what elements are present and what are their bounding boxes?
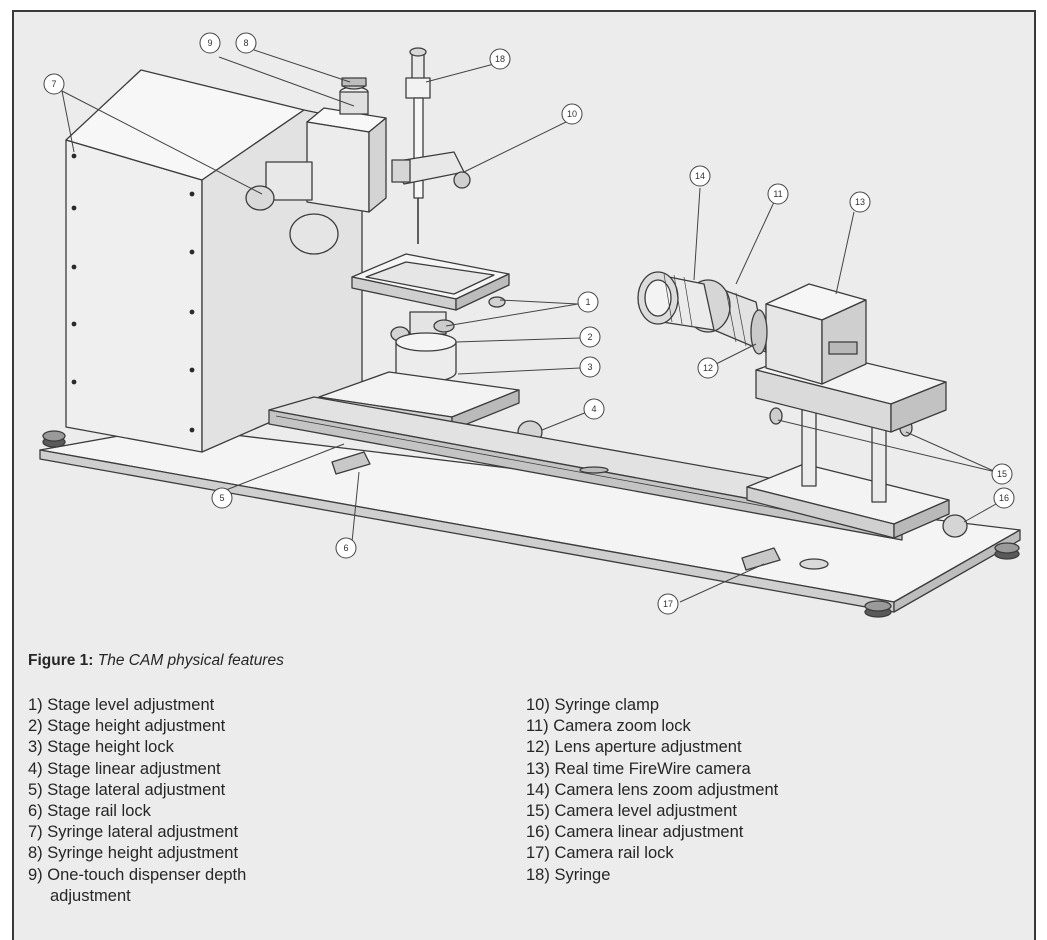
callout-17: 17 xyxy=(657,593,679,615)
svg-text:9: 9 xyxy=(207,38,212,48)
legend-item-15: 15) Camera level adjustment xyxy=(526,802,737,821)
svg-text:1: 1 xyxy=(585,297,590,307)
svg-text:7: 7 xyxy=(51,79,56,89)
callout-9: 9 xyxy=(199,32,221,54)
callout-14: 14 xyxy=(689,165,711,187)
camera-lens xyxy=(637,271,768,355)
callout-6: 6 xyxy=(335,537,357,559)
legend-item-4: 4) Stage linear adjustment xyxy=(28,759,221,778)
callout-7: 7 xyxy=(43,73,65,95)
syringe-clamp xyxy=(391,151,471,189)
legend-item-5: 5) Stage lateral adjustment xyxy=(28,780,226,799)
svg-text:11: 11 xyxy=(773,189,782,199)
callout-3: 3 xyxy=(579,356,601,378)
svg-text:16: 16 xyxy=(999,493,1009,503)
callout-10: 10 xyxy=(561,103,583,125)
legend-item-3: 3) Stage height lock xyxy=(28,738,174,757)
svg-text:13: 13 xyxy=(855,197,865,207)
scanned-figure: 1 2 3 4 5 6 7 8 9 10 11 12 13 14 15 16 1… xyxy=(12,10,1036,940)
callout-8: 8 xyxy=(235,32,257,54)
legend-item-16: 16) Camera linear adjustment xyxy=(526,823,744,842)
legend-item-9: 9) One-touch dispenser depth xyxy=(28,865,247,884)
svg-text:6: 6 xyxy=(343,543,348,553)
callout-1: 1 xyxy=(577,291,599,313)
housing xyxy=(65,69,363,453)
legend-item-17: 17) Camera rail lock xyxy=(526,844,674,863)
leader-lines xyxy=(61,49,997,603)
svg-text:8: 8 xyxy=(243,38,248,48)
legend-item-6: 6) Stage rail lock xyxy=(28,802,151,821)
svg-text:14: 14 xyxy=(695,171,705,181)
callout-12: 12 xyxy=(697,357,719,379)
callout-13: 13 xyxy=(849,191,871,213)
feet xyxy=(42,430,1020,618)
camera-body xyxy=(765,283,867,385)
callout-2: 2 xyxy=(579,326,601,348)
svg-text:4: 4 xyxy=(591,404,596,414)
base-plate-edge-right xyxy=(893,529,1021,613)
sample-stage xyxy=(351,253,510,383)
legend-item-9-continued: adjustment xyxy=(50,886,131,905)
svg-text:10: 10 xyxy=(567,109,577,119)
figure-label: Figure 1: xyxy=(28,652,94,669)
callout-5: 5 xyxy=(211,487,233,509)
legend-item-18: 18) Syringe xyxy=(526,865,611,884)
figure-caption: Figure 1: The CAM physical features xyxy=(28,652,284,670)
svg-text:18: 18 xyxy=(495,54,505,64)
legend-item-7: 7) Syringe lateral adjustment xyxy=(28,823,239,842)
syringe xyxy=(405,47,431,244)
legend-right: 10) Syringe clamp 11) Camera zoom lock 1… xyxy=(526,695,1006,886)
svg-text:3: 3 xyxy=(587,362,592,372)
svg-text:17: 17 xyxy=(663,599,673,609)
cam-apparatus-drawing: 1 2 3 4 5 6 7 8 9 10 11 12 13 14 15 16 1… xyxy=(39,32,1021,618)
legend-item-2: 2) Stage height adjustment xyxy=(28,717,226,736)
legend-item-12: 12) Lens aperture adjustment xyxy=(526,738,742,757)
syringe-head xyxy=(245,77,387,255)
callout-18: 18 xyxy=(489,48,511,70)
legend-item-13: 13) Real time FireWire camera xyxy=(526,759,751,778)
svg-text:15: 15 xyxy=(997,469,1007,479)
legend-item-1: 1) Stage level adjustment xyxy=(28,696,215,714)
callout-16: 16 xyxy=(993,487,1015,509)
legend-item-11: 11) Camera zoom lock xyxy=(526,717,691,736)
svg-text:2: 2 xyxy=(587,332,592,342)
callout-15: 15 xyxy=(991,463,1013,485)
callouts: 1 2 3 4 5 6 7 8 9 10 11 12 13 14 15 16 1… xyxy=(43,32,1015,615)
legend-item-14: 14) Camera lens zoom adjustment xyxy=(526,780,779,799)
legend-item-10: 10) Syringe clamp xyxy=(526,696,659,714)
svg-text:12: 12 xyxy=(703,363,713,373)
camera-translation-table xyxy=(741,463,968,571)
svg-text:5: 5 xyxy=(219,493,224,503)
legend-item-8: 8) Syringe height adjustment xyxy=(28,844,239,863)
callout-11: 11 xyxy=(767,183,789,205)
legend-left: 1) Stage level adjustment 2) Stage heigh… xyxy=(28,695,508,907)
figure-title: The CAM physical features xyxy=(97,652,284,669)
callout-4: 4 xyxy=(583,398,605,420)
